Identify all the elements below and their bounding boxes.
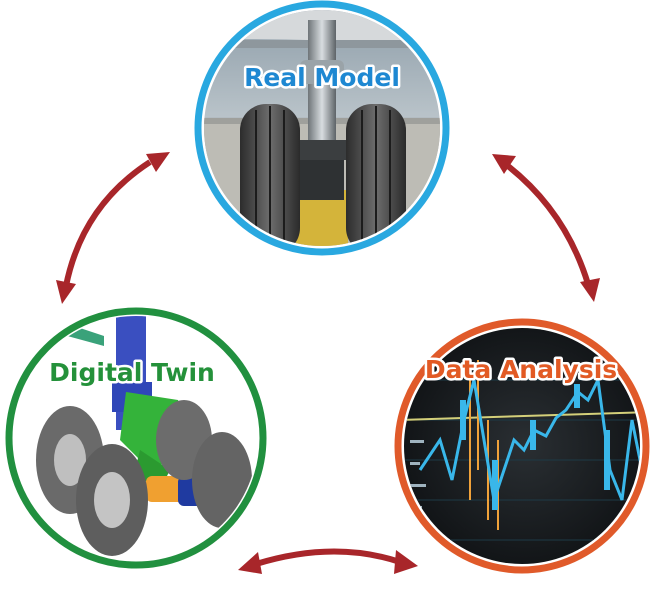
arrowhead — [394, 550, 418, 574]
arrow-real-model-digital-twin — [63, 159, 152, 287]
node-label-digital-twin: Digital Twin — [49, 358, 215, 387]
digital-twin-render — [14, 316, 258, 560]
arrowhead — [56, 280, 76, 304]
node-digital-twin: Digital Twin — [5, 307, 267, 569]
real-model-photo — [204, 10, 440, 246]
arrow-digital-twin-data-analysis — [255, 548, 401, 567]
arrowhead — [492, 154, 516, 174]
node-data-analysis: Data Analysis — [394, 318, 650, 574]
arrowhead — [146, 152, 170, 172]
node-real-model: Real Model — [194, 0, 450, 256]
arrowhead — [580, 278, 600, 302]
node-label-real-model: Real Model — [244, 63, 400, 92]
arrow-real-model-data-analysis — [506, 163, 591, 285]
arrowhead — [238, 552, 262, 574]
cycle-arrows — [56, 152, 600, 574]
node-label-data-analysis: Data Analysis — [425, 355, 617, 384]
data-analysis-graphic — [404, 328, 640, 564]
